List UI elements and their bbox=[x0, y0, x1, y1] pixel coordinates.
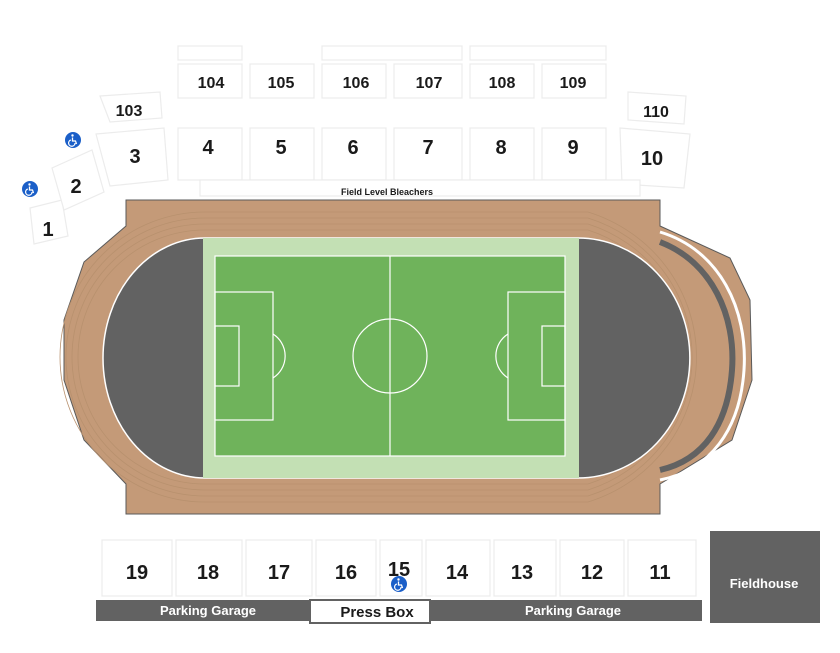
section-19-shape[interactable] bbox=[101, 539, 173, 597]
bottom-seating: 19 18 17 16 15 14 13 12 11 bbox=[101, 539, 697, 597]
center-circle bbox=[352, 318, 428, 394]
section-1-shape[interactable] bbox=[29, 199, 69, 245]
section-1-label: 1 bbox=[42, 219, 53, 241]
section-15-shape[interactable] bbox=[379, 539, 423, 597]
section-8-label: 8 bbox=[495, 137, 506, 159]
field-level-bleachers-label: Field Level Bleachers bbox=[341, 187, 433, 197]
upper-seating: 103 104 105 106 107 108 109 110 bbox=[99, 45, 687, 125]
section-108-shape[interactable] bbox=[469, 63, 535, 99]
section-13-shape[interactable] bbox=[493, 539, 557, 597]
section-3-shape[interactable] bbox=[95, 127, 169, 187]
section-103-shape[interactable] bbox=[99, 91, 163, 123]
section-106-shape[interactable] bbox=[321, 63, 387, 99]
section-14-label: 14 bbox=[446, 562, 469, 584]
section-109-shape[interactable] bbox=[541, 63, 607, 99]
section-8-shape[interactable] bbox=[469, 127, 535, 181]
section-14-shape[interactable] bbox=[425, 539, 491, 597]
section-7-shape[interactable] bbox=[393, 127, 463, 181]
section-12-label: 12 bbox=[581, 562, 603, 584]
section-7-label: 7 bbox=[422, 137, 433, 159]
upper-row-divider bbox=[321, 45, 463, 61]
section-104-label: 104 bbox=[198, 75, 225, 92]
section-16-shape[interactable] bbox=[315, 539, 377, 597]
section-110-shape[interactable] bbox=[627, 91, 687, 125]
press-box-label: Press Box bbox=[340, 604, 414, 621]
section-3-label: 3 bbox=[129, 146, 140, 168]
section-103-label: 103 bbox=[116, 103, 143, 120]
section-107-label: 107 bbox=[416, 75, 443, 92]
parking-garage-left[interactable] bbox=[96, 600, 310, 621]
section-105-shape[interactable] bbox=[249, 63, 315, 99]
section-18-shape[interactable] bbox=[175, 539, 243, 597]
wheelchair-icon bbox=[22, 181, 38, 197]
section-108-label: 108 bbox=[489, 75, 516, 92]
section-19-label: 19 bbox=[126, 562, 148, 584]
section-6-label: 6 bbox=[347, 137, 358, 159]
section-18-label: 18 bbox=[197, 562, 219, 584]
section-107-shape[interactable] bbox=[393, 63, 463, 99]
left-goal-box bbox=[214, 325, 240, 387]
lower-seating: 1 2 3 4 5 6 7 8 9 10 Field Level Bleache… bbox=[29, 127, 691, 245]
section-4-label: 4 bbox=[202, 137, 214, 159]
facilities: Parking Garage Press Box Parking Garage … bbox=[96, 531, 820, 624]
section-17-label: 17 bbox=[268, 562, 290, 584]
section-17-shape[interactable] bbox=[245, 539, 313, 597]
section-105-label: 105 bbox=[268, 75, 295, 92]
section-10-shape[interactable] bbox=[619, 127, 691, 189]
section-104-shape[interactable] bbox=[177, 63, 243, 99]
section-9-label: 9 bbox=[567, 137, 578, 159]
section-2-label: 2 bbox=[70, 176, 81, 198]
fieldhouse-label: Fieldhouse bbox=[730, 576, 799, 591]
section-11-label: 11 bbox=[649, 562, 670, 584]
field-level-bleachers-shape[interactable] bbox=[199, 179, 641, 197]
section-12-shape[interactable] bbox=[559, 539, 625, 597]
left-penalty-arc bbox=[272, 333, 286, 379]
section-2-shape[interactable] bbox=[51, 149, 105, 211]
section-9-shape[interactable] bbox=[541, 127, 607, 181]
upper-row-divider bbox=[469, 45, 607, 61]
section-5-label: 5 bbox=[275, 137, 286, 159]
parking-garage-right-label: Parking Garage bbox=[525, 603, 621, 618]
right-penalty-arc bbox=[495, 333, 509, 379]
section-4-shape[interactable] bbox=[177, 127, 243, 181]
section-13-label: 13 bbox=[511, 562, 533, 584]
right-goal-box bbox=[541, 325, 566, 387]
section-109-label: 109 bbox=[560, 75, 587, 92]
section-106-label: 106 bbox=[343, 75, 370, 92]
section-11-shape[interactable] bbox=[627, 539, 697, 597]
section-10-label: 10 bbox=[641, 148, 663, 170]
section-110-label: 110 bbox=[643, 104, 669, 121]
parking-garage-right[interactable] bbox=[430, 600, 702, 621]
section-5-shape[interactable] bbox=[249, 127, 315, 181]
upper-row-divider bbox=[177, 45, 243, 61]
wheelchair-icon bbox=[65, 132, 81, 148]
parking-garage-left-label: Parking Garage bbox=[160, 603, 256, 618]
fieldhouse[interactable] bbox=[710, 531, 820, 623]
section-15-label: 15 bbox=[388, 559, 410, 581]
track-and-field bbox=[59, 199, 753, 515]
section-16-label: 16 bbox=[335, 562, 357, 584]
wheelchair-icon bbox=[391, 576, 407, 592]
